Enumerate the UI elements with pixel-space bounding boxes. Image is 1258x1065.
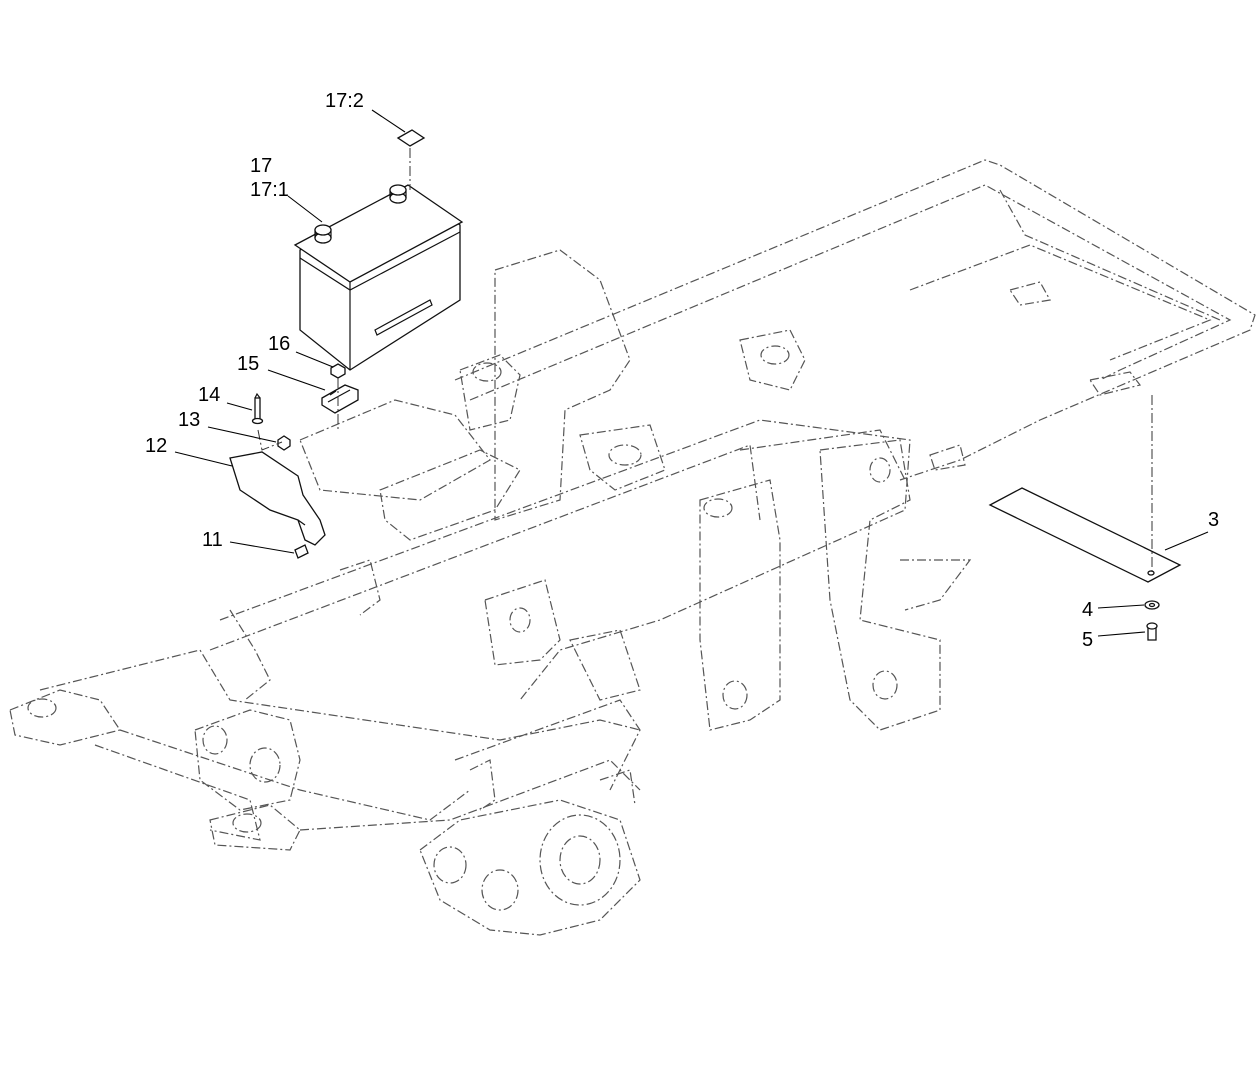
j-bolt: [251, 392, 264, 425]
callout-17-2: 17:2: [325, 90, 364, 112]
shield: [229, 451, 326, 546]
callout-13: 13: [178, 409, 200, 431]
washer: [1144, 600, 1160, 610]
nut: [277, 435, 291, 451]
callout-16: 16: [268, 333, 290, 355]
bolt: [1146, 622, 1158, 641]
screw: [294, 544, 309, 559]
battery: [293, 184, 464, 371]
callout-17: 17: [250, 155, 272, 177]
callout-14: 14: [198, 384, 220, 406]
callout-3: 3: [1208, 509, 1219, 531]
plate: [988, 487, 1182, 583]
callout-15: 15: [237, 353, 259, 375]
callout-4: 4: [1082, 599, 1093, 621]
chassis-frame: [9, 159, 1256, 936]
battery-decal: [396, 129, 426, 147]
flange-nut: [330, 363, 346, 379]
callout-11: 11: [202, 529, 223, 551]
leader-lines: [174, 109, 1209, 637]
callout-17-1: 17:1: [250, 179, 289, 201]
callouts: 17:2 17 17:1 16 15 14 13 12 11 3 4 5: [145, 90, 1219, 651]
hold-down-bracket: [321, 384, 359, 414]
callout-12: 12: [145, 435, 167, 457]
assembly-centerlines: [257, 148, 1153, 575]
callout-5: 5: [1082, 629, 1093, 651]
